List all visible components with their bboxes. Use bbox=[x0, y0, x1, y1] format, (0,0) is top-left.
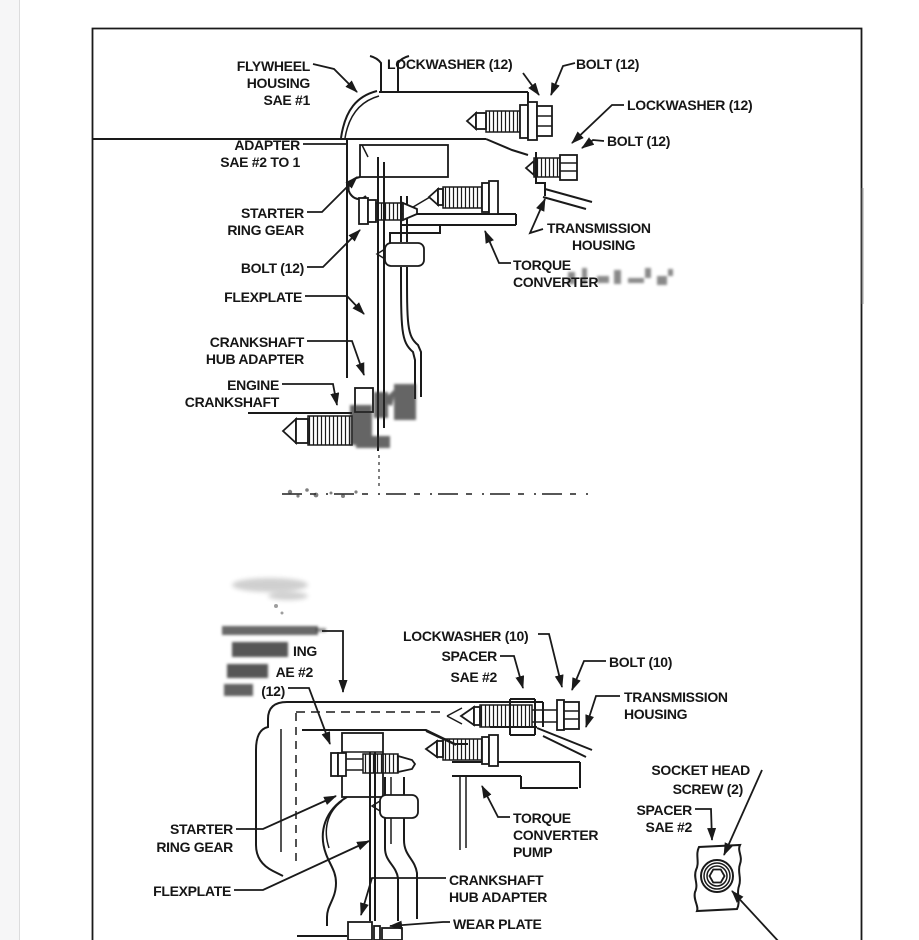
label-flywheel-housing: FLYWHEEL bbox=[237, 58, 311, 74]
leader-starter-ring-gear bbox=[236, 795, 337, 830]
label-bolt-top: BOLT (12) bbox=[576, 56, 639, 72]
label-flexplate: FLEXPLATE bbox=[224, 289, 302, 305]
leader-transmission-housing bbox=[528, 198, 546, 235]
label-lockwasher-right: LOCKWASHER (12) bbox=[627, 97, 752, 113]
leader-smudged-housing bbox=[322, 630, 348, 693]
label-bolt-left: BOLT (12) bbox=[241, 260, 304, 276]
label-torque-converter-pump: CONVERTER bbox=[513, 827, 598, 843]
leader-flexplate bbox=[305, 295, 365, 315]
label-torque-converter-pump: TORQUE bbox=[513, 810, 571, 826]
leader-detail-callout bbox=[731, 890, 779, 940]
label-starter-ring-gear: STARTER bbox=[170, 821, 233, 837]
top-bolt-middle bbox=[427, 180, 499, 215]
label-wear-plate: WEAR PLATE bbox=[453, 916, 542, 932]
leader-flexplate bbox=[234, 840, 370, 891]
leader-transmission-housing bbox=[585, 695, 620, 728]
label-flywheel-housing: HOUSING bbox=[247, 75, 311, 91]
top-labels: FLYWHEEL HOUSING SAE #1 LOCKWASHER (12) … bbox=[185, 56, 753, 410]
leader-bolt-right bbox=[581, 137, 605, 149]
bottom-bolt-middle bbox=[424, 734, 499, 767]
label-smudged-housing: ING bbox=[293, 643, 317, 659]
leader-wear-plate bbox=[389, 920, 450, 930]
leader-smudged-bolt bbox=[288, 687, 331, 745]
label-smudged-housing: AE #2 bbox=[276, 664, 314, 680]
label-starter-ring-gear: RING GEAR bbox=[227, 222, 304, 238]
bottom-diagram: ING AE #2 (12) LOCKWASHER (10) SPACER SA… bbox=[153, 578, 779, 940]
leader-spacer bbox=[500, 655, 525, 689]
bottom-bolt-long bbox=[459, 699, 580, 731]
leader-starter-ring-gear bbox=[307, 176, 358, 213]
label-socket-head-screw: SCREW (2) bbox=[673, 781, 743, 797]
leader-socket-head-screw bbox=[723, 769, 763, 856]
label-transmission-housing: TRANSMISSION bbox=[547, 220, 651, 236]
label-crankshaft-hub-adapter: HUB ADAPTER bbox=[206, 351, 304, 367]
page-frame bbox=[91, 27, 863, 940]
label-engine-crankshaft: CRANKSHAFT bbox=[185, 394, 280, 410]
top-bolt-upper bbox=[465, 101, 553, 141]
label-bolt: BOLT (10) bbox=[609, 654, 672, 670]
label-socket-head-screw: SOCKET HEAD bbox=[651, 762, 750, 778]
top-bolt-left bbox=[358, 197, 418, 225]
label-lockwasher: LOCKWASHER (10) bbox=[403, 628, 528, 644]
socket-head-screw-detail bbox=[693, 843, 742, 913]
top-scan-noise bbox=[282, 268, 673, 498]
top-engine-crankshaft-bolt bbox=[248, 387, 374, 446]
leader-bolt bbox=[571, 660, 606, 691]
label-engine-crankshaft: ENGINE bbox=[227, 377, 279, 393]
label-crankshaft-hub-adapter: CRANKSHAFT bbox=[449, 872, 544, 888]
leader-lockwasher-right bbox=[571, 104, 624, 144]
leader-bolt-left bbox=[307, 229, 361, 268]
label-transmission-housing: HOUSING bbox=[624, 706, 688, 722]
label-adapter: ADAPTER bbox=[234, 137, 300, 153]
leader-flywheel-housing bbox=[312, 63, 358, 93]
label-starter-ring-gear: STARTER bbox=[241, 205, 304, 221]
label-crankshaft-hub-adapter: HUB ADAPTER bbox=[449, 889, 547, 905]
bottom-leader-lines bbox=[234, 630, 779, 940]
label-flexplate: FLEXPLATE bbox=[153, 883, 231, 899]
leader-engine-crankshaft bbox=[282, 383, 340, 406]
label-adapter: SAE #2 TO 1 bbox=[220, 154, 300, 170]
label-transmission-housing: TRANSMISSION bbox=[624, 689, 728, 705]
frame-shadow bbox=[861, 188, 864, 304]
label-torque-converter: CONVERTER bbox=[513, 274, 598, 290]
bottom-scan-noise bbox=[222, 578, 326, 696]
label-spacer-detail: SAE #2 bbox=[646, 819, 693, 835]
leader-lockwasher bbox=[538, 633, 564, 688]
label-lockwasher-top: LOCKWASHER (12) bbox=[387, 56, 512, 72]
label-smudged-bolt: (12) bbox=[261, 683, 285, 699]
label-spacer: SPACER bbox=[441, 648, 497, 664]
top-bolt-right bbox=[524, 154, 578, 181]
label-torque-converter: TORQUE bbox=[513, 257, 571, 273]
leader-torque-converter bbox=[484, 230, 511, 264]
page-gutter bbox=[0, 0, 20, 940]
bottom-bolt-left bbox=[330, 752, 417, 777]
top-leader-lines bbox=[282, 62, 624, 406]
leader-crankshaft-hub-adapter bbox=[360, 877, 446, 916]
leader-bolt-top bbox=[550, 62, 576, 96]
label-starter-ring-gear: RING GEAR bbox=[156, 839, 233, 855]
label-spacer: SAE #2 bbox=[451, 669, 498, 685]
label-flywheel-housing: SAE #1 bbox=[264, 92, 311, 108]
label-spacer-detail: SPACER bbox=[636, 802, 692, 818]
leader-spacer-detail bbox=[695, 808, 717, 841]
leader-torque-converter-pump bbox=[481, 785, 510, 818]
leader-crankshaft-hub-adapter bbox=[307, 340, 365, 376]
label-torque-converter-pump: PUMP bbox=[513, 844, 552, 860]
top-diagram: FLYWHEEL HOUSING SAE #1 LOCKWASHER (12) … bbox=[93, 55, 753, 498]
label-transmission-housing: HOUSING bbox=[572, 237, 636, 253]
label-bolt-right: BOLT (12) bbox=[607, 133, 670, 149]
label-crankshaft-hub-adapter: CRANKSHAFT bbox=[210, 334, 305, 350]
bottom-labels: ING AE #2 (12) LOCKWASHER (10) SPACER SA… bbox=[153, 628, 750, 932]
leader-lockwasher-top bbox=[522, 72, 540, 96]
